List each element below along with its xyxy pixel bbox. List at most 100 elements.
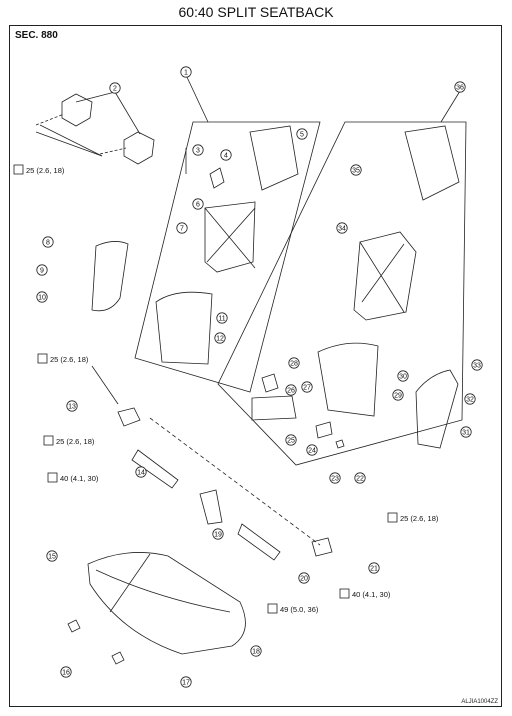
callout-circle-23 bbox=[329, 472, 341, 484]
callout-circle-14 bbox=[135, 466, 147, 478]
torque-spec-7: 49 (5.0, 36) bbox=[280, 605, 319, 614]
figure-code: ALJIA1004ZZ bbox=[461, 699, 498, 705]
clip-parts bbox=[67, 619, 125, 665]
callout-number-22: 22 bbox=[356, 475, 364, 482]
callout-number-15: 15 bbox=[48, 553, 56, 560]
callout-circle-8 bbox=[42, 236, 54, 248]
left-side-pad bbox=[91, 241, 129, 312]
hinge-parts bbox=[91, 365, 333, 561]
callout-number-12: 12 bbox=[216, 335, 224, 342]
callout-circle-21 bbox=[368, 562, 380, 574]
callout-circle-33 bbox=[471, 359, 483, 371]
callout-circle-7 bbox=[176, 222, 188, 234]
callout-circle-9 bbox=[36, 264, 48, 276]
seat-cushion bbox=[87, 552, 246, 655]
callout-number-23: 23 bbox=[331, 475, 339, 482]
torque-layer: 25 (2.6, 18) 25 (2.6, 18) 25 (2.6, 18) 40 (… bbox=[13, 164, 439, 614]
callout-circle-22 bbox=[354, 472, 366, 484]
callout-number-30: 30 bbox=[399, 373, 407, 380]
section-label: SEC. 880 bbox=[15, 30, 58, 41]
callout-number-19: 19 bbox=[214, 531, 222, 538]
callout-circle-15 bbox=[46, 550, 58, 562]
callout-circle-35 bbox=[350, 164, 362, 176]
torque-wrench-icon bbox=[47, 472, 58, 483]
callout-number-3: 3 bbox=[196, 147, 200, 154]
callout-circle-11 bbox=[216, 312, 228, 324]
right-seat-parts bbox=[251, 125, 460, 449]
callout-circle-16 bbox=[60, 666, 72, 678]
torque-spec-5: 25 (2.6, 18) bbox=[400, 514, 439, 523]
callout-number-5: 5 bbox=[300, 131, 304, 138]
callout-number-13: 13 bbox=[68, 403, 76, 410]
callout-number-26: 26 bbox=[287, 387, 295, 394]
callout-number-36: 36 bbox=[456, 84, 464, 91]
callout-circle-4 bbox=[220, 149, 232, 161]
left-seat-parts bbox=[155, 125, 299, 365]
callout-circle-31 bbox=[460, 426, 472, 438]
callout-circle-6 bbox=[192, 198, 204, 210]
right-side-pad bbox=[415, 369, 459, 449]
torque-wrench-icon bbox=[339, 588, 350, 599]
callout-number-18: 18 bbox=[252, 648, 260, 655]
callout-circle-24 bbox=[306, 444, 318, 456]
callout-circle-12 bbox=[214, 332, 226, 344]
callout-number-1: 1 bbox=[184, 69, 188, 76]
callout-number-28: 28 bbox=[290, 360, 298, 367]
bracket-parts bbox=[35, 91, 155, 165]
right-seatback-outline bbox=[217, 121, 467, 466]
callout-number-24: 24 bbox=[308, 447, 316, 454]
callout-circle-5 bbox=[296, 128, 308, 140]
callout-number-11: 11 bbox=[218, 315, 225, 322]
diagram-frame bbox=[9, 25, 502, 707]
callout-number-33: 33 bbox=[473, 362, 481, 369]
callout-circle-34 bbox=[336, 222, 348, 234]
callout-number-29: 29 bbox=[394, 392, 402, 399]
callout-number-8: 8 bbox=[46, 239, 50, 246]
torque-wrench-icon bbox=[13, 164, 24, 175]
torque-wrench-icon bbox=[267, 603, 278, 614]
torque-spec-3: 25 (2.6, 18) bbox=[56, 437, 95, 446]
callout-circle-10 bbox=[36, 291, 48, 303]
callout-number-20: 20 bbox=[300, 575, 308, 582]
callout-number-34: 34 bbox=[338, 225, 346, 232]
callout-number-31: 31 bbox=[462, 429, 470, 436]
callout-number-16: 16 bbox=[62, 669, 70, 676]
callout-circle-26 bbox=[285, 384, 297, 396]
callout-layer: 1234567891011121314151617181920212223242… bbox=[36, 66, 483, 688]
torque-wrench-icon bbox=[387, 512, 398, 523]
callout-number-7: 7 bbox=[180, 225, 184, 232]
callout-circle-32 bbox=[464, 393, 476, 405]
callout-circle-19 bbox=[212, 528, 224, 540]
torque-wrench-icon bbox=[43, 435, 54, 446]
diagram-title: 60:40 SPLIT SEATBACK bbox=[178, 4, 334, 20]
callout-number-9: 9 bbox=[40, 267, 44, 274]
torque-wrench-icon bbox=[37, 353, 48, 364]
callout-number-21: 21 bbox=[370, 565, 378, 572]
callout-circle-18 bbox=[250, 645, 262, 657]
callout-number-4: 4 bbox=[224, 152, 228, 159]
callout-number-35: 35 bbox=[352, 167, 360, 174]
callout-number-17: 17 bbox=[182, 679, 190, 686]
left-seatback-outline bbox=[134, 121, 321, 393]
callout-circle-13 bbox=[66, 400, 78, 412]
callout-circle-30 bbox=[397, 370, 409, 382]
callout-circle-3 bbox=[192, 144, 204, 156]
torque-spec-1: 25 (2.6, 18) bbox=[26, 166, 65, 175]
torque-spec-4: 40 (4.1, 30) bbox=[60, 474, 99, 483]
callout-circle-25 bbox=[285, 434, 297, 446]
callout-number-27: 27 bbox=[303, 384, 311, 391]
torque-spec-2: 25 (2.6, 18) bbox=[50, 355, 89, 364]
callout-circle-2 bbox=[109, 82, 121, 94]
callout-number-25: 25 bbox=[287, 437, 295, 444]
callout-circle-17 bbox=[180, 676, 192, 688]
callout-circle-27 bbox=[301, 381, 313, 393]
callout-number-32: 32 bbox=[466, 396, 474, 403]
callout-circle-28 bbox=[288, 357, 300, 369]
callout-circle-29 bbox=[392, 389, 404, 401]
callout-number-14: 14 bbox=[137, 469, 145, 476]
callout-circle-20 bbox=[298, 572, 310, 584]
callout-number-10: 10 bbox=[38, 294, 46, 301]
callout-circle-36 bbox=[454, 81, 466, 93]
callout-number-2: 2 bbox=[113, 85, 117, 92]
